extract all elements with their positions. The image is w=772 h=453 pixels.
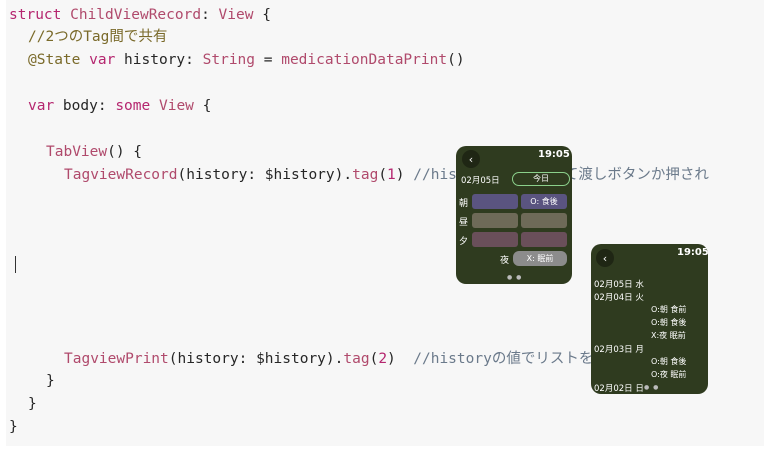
- code-line-7: TagviewPrint(history: $history).tag(2) /…: [64, 348, 651, 370]
- attribute: @State: [28, 52, 81, 68]
- row-label-morning: 朝: [459, 199, 469, 209]
- keyword: some: [115, 98, 151, 114]
- row-label-night: 夜: [500, 256, 510, 266]
- punct: {: [193, 98, 212, 114]
- code-editor[interactable]: struct ChildViewRecord: View { //2つのTag間…: [6, 0, 764, 446]
- history-date: 02月02日 日: [594, 384, 644, 394]
- history-item: O:夜 眠前: [651, 370, 687, 379]
- punct: =: [255, 52, 282, 68]
- row-label-evening: 夕: [459, 237, 469, 247]
- watch-preview-record: ‹ 19:05 02月05日 今日 朝 O: 食後 昼 夕 夜 X: 眠前 ● …: [456, 146, 572, 284]
- keyword: var: [80, 52, 116, 68]
- punct: (: [369, 351, 379, 367]
- code-line-1: struct ChildViewRecord: View {: [9, 4, 271, 26]
- var-name: history: [115, 52, 186, 68]
- punct: :: [97, 98, 116, 114]
- history-item: O:朝 食後: [651, 318, 687, 327]
- code-args: (history: $history).: [168, 351, 344, 367]
- punct: (: [378, 167, 388, 183]
- code-line-10: }: [9, 419, 18, 435]
- type-name: View: [150, 98, 194, 114]
- punct: (): [447, 52, 465, 68]
- type-name: TagviewPrint: [64, 351, 169, 367]
- code-line-2: //2つのTag間で共有: [28, 26, 167, 48]
- punct: () {: [107, 144, 143, 160]
- page-indicator: ● ●: [507, 274, 523, 281]
- history-date: 02月05日 水: [594, 280, 644, 290]
- morning-left-cell[interactable]: [472, 194, 518, 209]
- history-date: 02月03日 月: [594, 345, 644, 355]
- number: 1: [387, 167, 396, 183]
- row-label-noon: 昼: [459, 218, 469, 228]
- punct: ): [387, 351, 414, 367]
- struct-name: ChildViewRecord: [61, 7, 202, 23]
- watch-time: 19:05: [677, 247, 708, 258]
- code-line-3: @State var history: String = medicationD…: [28, 49, 465, 71]
- noon-left-cell[interactable]: [472, 213, 518, 228]
- history-item: O:朝 食後: [651, 357, 687, 366]
- code-line-9: }: [28, 396, 37, 412]
- punct: :: [201, 7, 219, 23]
- code-line-4: var body: some View {: [28, 95, 211, 117]
- keyword: struct: [9, 7, 62, 23]
- history-date: 02月04日 火: [594, 293, 644, 303]
- morning-right-cell[interactable]: O: 食後: [521, 194, 567, 209]
- type-name: View: [218, 7, 254, 23]
- code-line-5: TabView() {: [46, 141, 142, 163]
- evening-left-cell[interactable]: [472, 232, 518, 247]
- watch-preview-history: ‹ 19:05 02月05日 水 02月04日 火 O:朝 食前 O:朝 食後 …: [591, 244, 708, 394]
- punct: :: [185, 52, 203, 68]
- code-line-6: TagviewRecord(history: $history).tag(1) …: [64, 164, 709, 186]
- punct: {: [253, 7, 271, 23]
- today-button[interactable]: 今日: [512, 172, 570, 186]
- history-item: X:夜 眠前: [651, 331, 686, 340]
- type-name: TabView: [46, 144, 108, 160]
- func-name: tag: [352, 167, 379, 183]
- number: 2: [378, 351, 388, 367]
- page-indicator: ● ●: [644, 384, 660, 391]
- code-args: (history: $history).: [177, 167, 353, 183]
- keyword: var: [28, 98, 55, 114]
- var-name: body: [54, 98, 98, 114]
- back-button[interactable]: ‹: [462, 150, 480, 168]
- type-name: TagviewRecord: [64, 167, 178, 183]
- history-item: O:朝 食前: [651, 305, 687, 314]
- noon-right-cell[interactable]: [521, 213, 567, 228]
- type-name: String: [202, 52, 256, 68]
- text-cursor: [15, 256, 16, 273]
- night-value-button[interactable]: X: 眠前: [513, 251, 567, 266]
- evening-right-cell[interactable]: [521, 232, 567, 247]
- func-name: tag: [343, 351, 370, 367]
- date-label: 02月05日: [461, 176, 500, 186]
- punct: ): [395, 167, 414, 183]
- watch-time: 19:05: [538, 149, 570, 160]
- code-line-8: }: [46, 373, 55, 389]
- back-button[interactable]: ‹: [596, 249, 614, 267]
- comment: //2つのTag間で共有: [28, 29, 168, 45]
- func-name: medicationDataPrint: [281, 52, 448, 68]
